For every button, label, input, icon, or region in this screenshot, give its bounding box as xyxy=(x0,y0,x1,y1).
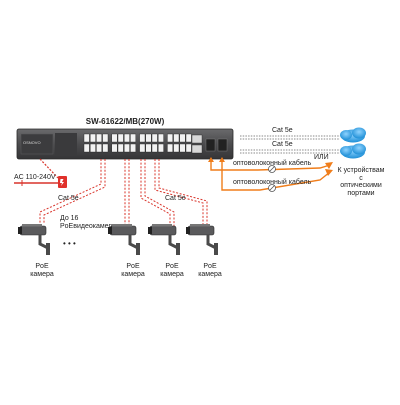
or-label: ИЛИ xyxy=(314,154,329,161)
rj45-port xyxy=(139,143,146,153)
rj45-port xyxy=(96,133,103,143)
camera-icon xyxy=(18,224,50,255)
fiber-port xyxy=(205,138,216,152)
power-connection xyxy=(14,158,67,188)
cat5e-label: Cat 5e xyxy=(58,195,79,202)
optical-devices-label: К устройствам с оптическими портами xyxy=(337,167,385,197)
rj45-port xyxy=(83,143,90,153)
rj45-port xyxy=(145,133,152,143)
cloud-icon xyxy=(340,143,366,159)
camera-icon xyxy=(148,224,180,255)
fiber-label: оптоволоконный кабель xyxy=(233,179,312,186)
rj45-port xyxy=(96,143,103,153)
rj45-port xyxy=(123,133,130,143)
rj45-port xyxy=(157,133,164,143)
camera-label: PoE камера xyxy=(198,263,222,278)
rj45-port xyxy=(117,133,124,143)
ellipsis: • • • xyxy=(63,239,76,248)
rj45-port xyxy=(117,143,124,153)
camera-count-label: До 16 PoEвидеокамер xyxy=(60,215,113,230)
camera-group xyxy=(18,224,218,255)
camera-label: PoE камера xyxy=(160,263,184,278)
power-label: AC 110-240V xyxy=(14,174,56,181)
camera-label: PoE камера xyxy=(30,263,54,278)
switch xyxy=(16,128,234,160)
rj45-port xyxy=(130,133,136,143)
rj45-port xyxy=(111,133,118,143)
rj45-port xyxy=(151,133,158,143)
cloud-icon xyxy=(340,127,366,143)
fiber-links xyxy=(208,157,333,191)
rj45-port xyxy=(167,143,173,153)
uplink-cables xyxy=(240,135,340,154)
fiber-port xyxy=(217,138,228,152)
rj45-port xyxy=(157,143,164,153)
cat5e-label: Cat 5e xyxy=(272,141,293,148)
cat5e-label: Cat 5e xyxy=(272,127,293,134)
sfp-port xyxy=(191,144,203,154)
switch-model-label: SW-61622/MB(270W) xyxy=(85,117,165,126)
rj45-port xyxy=(89,143,96,153)
camera-icon xyxy=(108,224,140,255)
rj45-port xyxy=(173,143,180,153)
fiber-coupler-icon xyxy=(268,165,276,192)
rj45-port xyxy=(102,143,109,153)
rj45-port xyxy=(151,143,158,153)
rj45-port xyxy=(123,143,130,153)
fiber-label: оптоволоконный кабель xyxy=(233,160,312,167)
rj45-port xyxy=(179,143,186,153)
rj45-port xyxy=(167,133,173,143)
rj45-port xyxy=(139,133,146,143)
rj45-port xyxy=(89,133,96,143)
switch-ports xyxy=(83,133,192,153)
switch-brand-label: OSNOVO xyxy=(23,140,41,145)
sfp-port xyxy=(191,134,203,144)
rj45-port xyxy=(102,133,109,143)
cat5e-label: Cat 5e xyxy=(165,195,186,202)
rj45-port xyxy=(111,143,118,153)
camera-label: PoE камера xyxy=(121,263,145,278)
rj45-port xyxy=(179,133,186,143)
camera-icon xyxy=(186,224,218,255)
rj45-port xyxy=(173,133,180,143)
rj45-port xyxy=(185,133,192,143)
poe-cables xyxy=(39,159,208,226)
rj45-port xyxy=(145,143,152,153)
rj45-port xyxy=(83,133,90,143)
rj45-port xyxy=(130,143,136,153)
rj45-port xyxy=(185,143,192,153)
